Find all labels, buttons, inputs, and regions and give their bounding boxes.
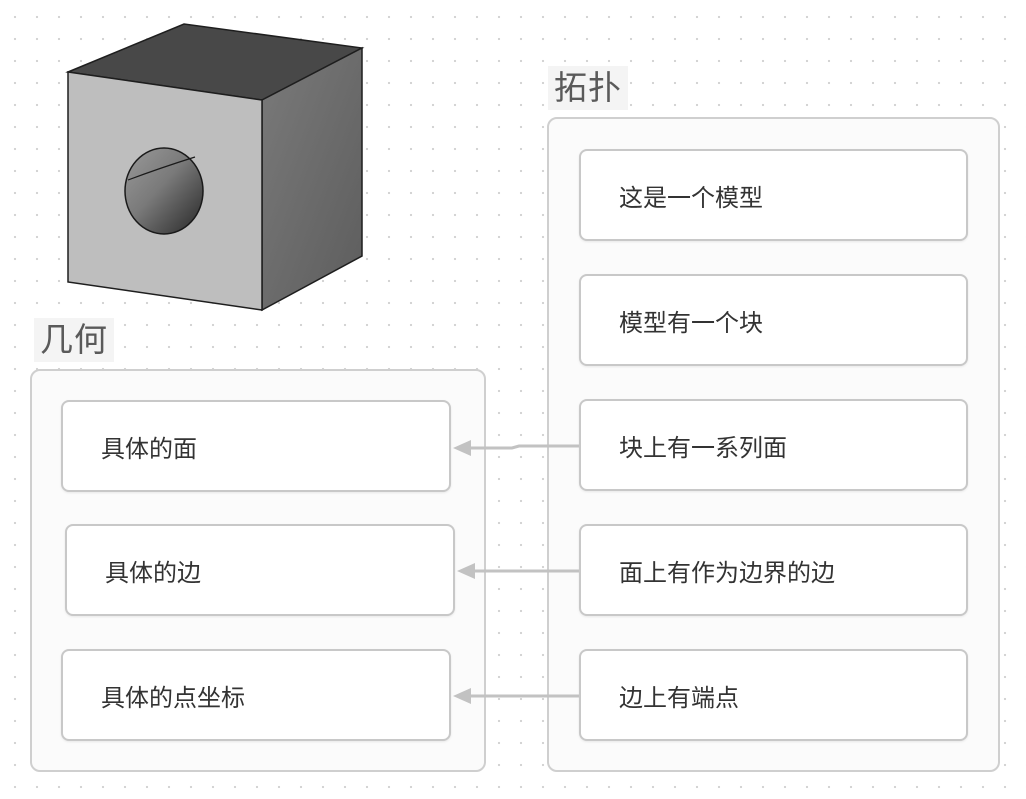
geometry-node-face-label: 具体的面 bbox=[101, 434, 197, 463]
geometry-node-point-coordinates-label: 具体的点坐标 bbox=[101, 683, 245, 712]
topology-node-endpoints[interactable]: 边上有端点 bbox=[579, 649, 968, 741]
geometry-node-edge-label: 具体的边 bbox=[105, 558, 201, 587]
cube-model-image bbox=[65, 23, 365, 312]
topology-node-edges[interactable]: 面上有作为边界的边 bbox=[579, 524, 968, 616]
topology-node-model-label: 这是一个模型 bbox=[619, 183, 763, 212]
topology-node-block[interactable]: 模型有一个块 bbox=[579, 274, 968, 366]
geometry-group-label: 几何 bbox=[34, 318, 114, 362]
geometry-node-face[interactable]: 具体的面 bbox=[61, 400, 451, 492]
cube-hole bbox=[124, 147, 204, 235]
topology-node-model[interactable]: 这是一个模型 bbox=[579, 149, 968, 241]
topology-node-endpoints-label: 边上有端点 bbox=[619, 683, 739, 712]
topology-node-faces-label: 块上有一系列面 bbox=[619, 433, 787, 462]
geometry-node-edge[interactable]: 具体的边 bbox=[65, 524, 455, 616]
geometry-node-point-coordinates[interactable]: 具体的点坐标 bbox=[61, 649, 451, 741]
topology-node-faces[interactable]: 块上有一系列面 bbox=[579, 399, 968, 491]
topology-group-label: 拓扑 bbox=[548, 66, 628, 110]
cube-hole-seam bbox=[127, 156, 196, 181]
topology-node-edges-label: 面上有作为边界的边 bbox=[619, 558, 835, 587]
topology-node-block-label: 模型有一个块 bbox=[619, 308, 763, 337]
